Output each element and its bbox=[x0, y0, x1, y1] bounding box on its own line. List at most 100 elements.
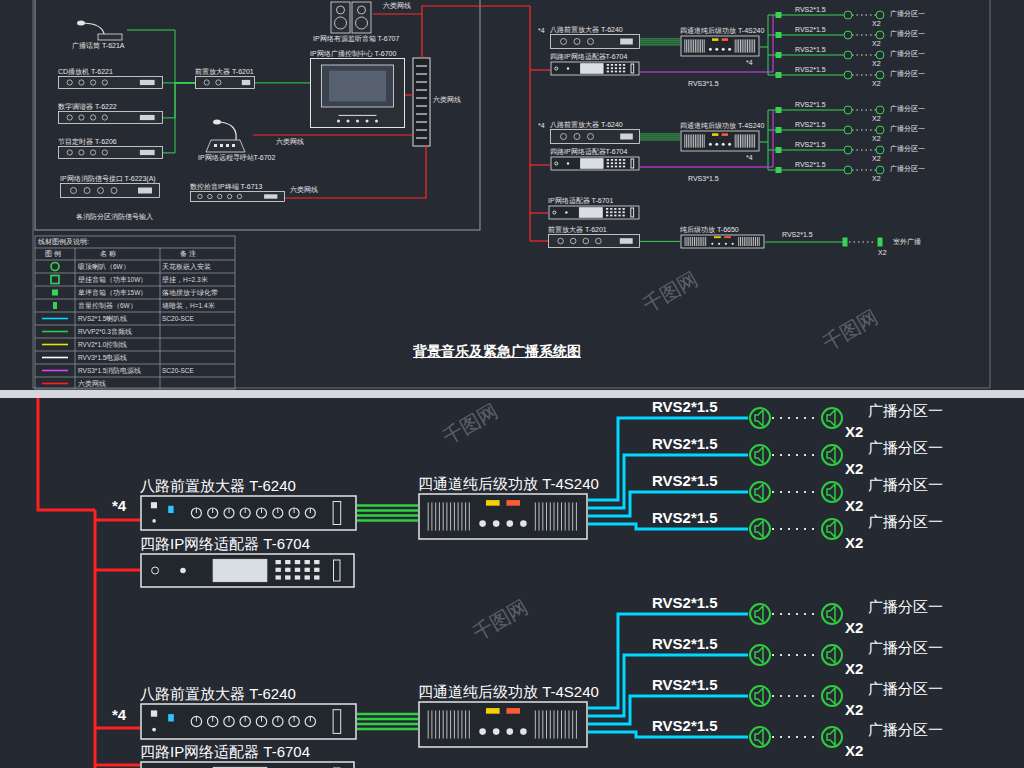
drawing-line bbox=[752, 135, 753, 148]
drawing-rect bbox=[581, 64, 604, 74]
drawing-circle bbox=[876, 51, 884, 59]
drawing-line bbox=[454, 710, 455, 738]
drawing-rect bbox=[419, 702, 587, 747]
drawing-line bbox=[465, 502, 466, 530]
drawing-rect bbox=[305, 560, 310, 564]
drawing-rect bbox=[623, 208, 625, 210]
drawing-line bbox=[576, 502, 577, 530]
drawing-line bbox=[554, 502, 555, 530]
drawing-circle bbox=[844, 126, 852, 134]
drawing-line bbox=[565, 502, 566, 530]
drawing-circle bbox=[567, 68, 569, 70]
drawing-rect bbox=[220, 144, 223, 147]
device-art bbox=[548, 205, 640, 220]
drawing-line bbox=[705, 237, 706, 246]
annotation: 广播分区一 bbox=[868, 476, 943, 494]
drawing-rect bbox=[614, 215, 616, 217]
drawing-line bbox=[310, 716, 311, 721]
drawing-path bbox=[42, 331, 68, 333]
drawing-circle bbox=[493, 520, 500, 527]
drawing-circle bbox=[561, 134, 567, 140]
drawing-rect bbox=[196, 77, 255, 89]
drawing-circle bbox=[479, 728, 486, 735]
drawing-path bbox=[405, 94, 413, 95]
drawing-rect bbox=[776, 168, 781, 173]
drawing-rect bbox=[213, 559, 267, 581]
drawing-line bbox=[339, 115, 377, 116]
drawing-line bbox=[691, 135, 692, 148]
annotation: 广播分区一 bbox=[890, 125, 925, 133]
drawing-circle bbox=[876, 71, 884, 79]
drawing-rect bbox=[614, 212, 616, 214]
drawing-rect bbox=[551, 130, 640, 144]
watermark: 千图网 bbox=[818, 305, 882, 356]
connector bbox=[163, 83, 195, 118]
annotation: X2 bbox=[845, 423, 863, 441]
drawing-path bbox=[529, 6, 530, 241]
drawing-circle bbox=[111, 188, 117, 194]
annotation: *4 bbox=[112, 497, 126, 515]
drawing-rect bbox=[314, 560, 319, 564]
drawing-circle bbox=[257, 508, 267, 518]
drawing-rect bbox=[321, 65, 393, 107]
drawing-rect bbox=[619, 163, 621, 165]
drawing-circle bbox=[218, 195, 222, 199]
drawing-rect bbox=[213, 767, 267, 768]
drawing-line bbox=[554, 710, 555, 738]
drawing-path bbox=[95, 727, 140, 730]
drawing-circle bbox=[256, 716, 266, 726]
drawing-circle bbox=[356, 120, 359, 123]
drawing-rect bbox=[295, 575, 300, 579]
drawing-circle bbox=[722, 48, 725, 51]
drawing-rect bbox=[623, 64, 625, 66]
annotation: *4 bbox=[538, 27, 545, 35]
device-label: IP网络远程寻呼站T-6702 bbox=[198, 154, 275, 162]
device-node: 前置放大器 T-6201 bbox=[548, 226, 640, 248]
annotation: X2 bbox=[845, 742, 863, 760]
device-body bbox=[310, 58, 405, 128]
drawing-rect bbox=[305, 575, 310, 579]
drawing-ellipse bbox=[213, 120, 221, 125]
device-body bbox=[58, 111, 163, 124]
drawing-rect bbox=[878, 238, 882, 246]
device-label: 四通道纯后级功放 T-4S240 bbox=[680, 27, 764, 35]
drawing-path bbox=[95, 519, 140, 522]
drawing-circle bbox=[152, 519, 156, 523]
drawing-circle bbox=[102, 80, 107, 85]
drawing-line bbox=[695, 40, 696, 53]
drawing-rect bbox=[610, 212, 612, 214]
device-node: 前置放大器 T-6201 bbox=[195, 68, 255, 89]
device-node: 四通道纯后级功放 T-4S240 bbox=[418, 683, 599, 748]
annotation: *4 bbox=[746, 154, 753, 162]
drawing-rect bbox=[486, 500, 500, 506]
drawing-rect bbox=[551, 35, 640, 49]
drawing-circle bbox=[822, 519, 842, 539]
annotation: RVS3*1.5 bbox=[688, 175, 719, 183]
drawing-line bbox=[458, 502, 459, 530]
drawing-circle bbox=[844, 71, 852, 79]
annotation: RVS2*1.5 bbox=[795, 121, 826, 129]
drawing-line bbox=[685, 237, 686, 246]
drawing-line bbox=[704, 135, 705, 148]
annotation: 六类网线 bbox=[290, 186, 318, 194]
drawing-rect bbox=[618, 212, 620, 214]
connector-line bbox=[357, 728, 418, 731]
drawing-line bbox=[535, 710, 536, 738]
drawing-line bbox=[443, 502, 444, 530]
device-body bbox=[140, 553, 355, 588]
annotation: 线材图例及说明: bbox=[38, 238, 89, 246]
drawing-rect bbox=[141, 496, 356, 530]
drawing-ellipse bbox=[77, 21, 85, 26]
connector-line bbox=[357, 504, 418, 507]
drawing-rect bbox=[614, 208, 616, 210]
drawing-line bbox=[572, 502, 573, 530]
annotation: RVS2*1.5 bbox=[795, 141, 826, 149]
device-art bbox=[680, 130, 760, 152]
connector-line bbox=[255, 82, 310, 83]
drawing-line bbox=[744, 135, 745, 148]
drawing-path bbox=[75, 248, 160, 389]
annotation: 广播分区一 bbox=[868, 439, 943, 457]
drawing-circle bbox=[152, 728, 156, 732]
drawing-rect bbox=[285, 560, 290, 564]
device-label: 前置放大器 T-6201 bbox=[195, 68, 255, 76]
